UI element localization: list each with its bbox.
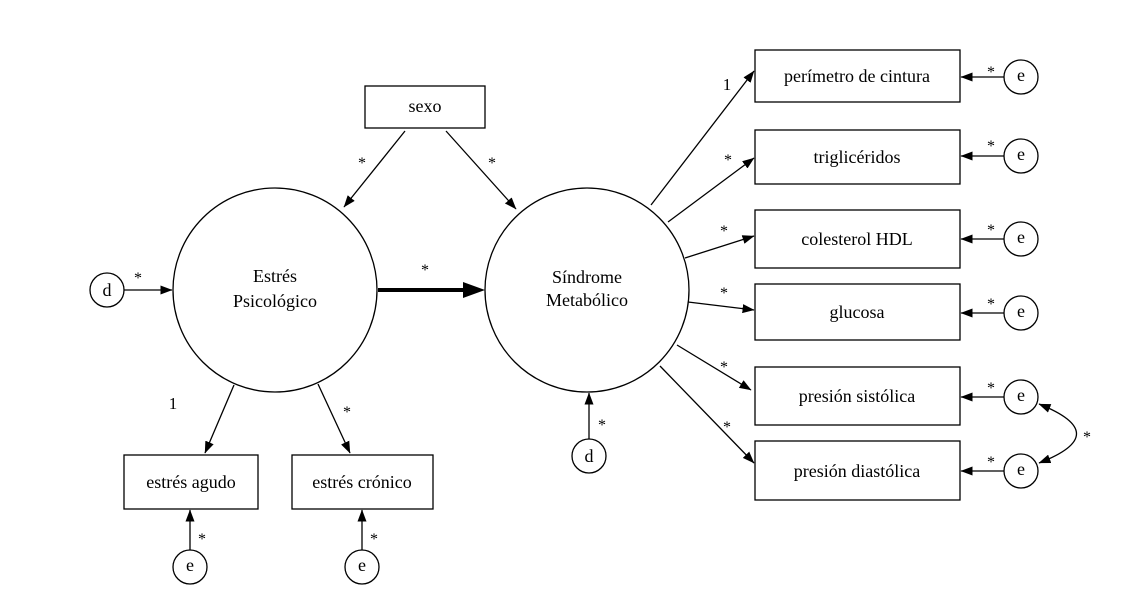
error-colesterol-label: e: [1017, 227, 1025, 247]
path-sexo-to-sindrome-arrow: [445, 130, 517, 210]
error-covariance-label: *: [1083, 429, 1091, 446]
path-sexo-to-estres-psicologico: *: [343, 130, 406, 208]
path-sexo-to-estres-label: *: [358, 155, 366, 172]
error-glucosa-path-label: *: [987, 296, 995, 313]
disturbance-estres-psicologico: d *: [89, 270, 173, 308]
latent-estres-psicologico-label-line2: Psicológico: [233, 291, 317, 311]
latent-estres-psicologico-label-line1: Estrés: [253, 266, 297, 286]
loading-glucosa-arrow: [687, 301, 755, 314]
path-estres-to-sindrome-label: *: [421, 262, 429, 279]
indicator-colesterol-hdl: * colesterol HDL e *: [684, 209, 1039, 269]
error-diastolica-label: e: [1017, 459, 1025, 479]
latent-sindrome-metabolico-circle: [484, 187, 690, 393]
estres-agudo-label: estrés agudo: [146, 472, 235, 492]
loading-estres-cronico-arrow: [317, 383, 351, 454]
latent-estres-psicologico: Estrés Psicológico: [172, 187, 378, 393]
path-sexo-to-sindrome-label: *: [488, 155, 496, 172]
indicator-glucosa: * glucosa e *: [687, 283, 1039, 341]
loading-trigliceridos-arrow: [667, 157, 755, 223]
estres-cronico-label: estrés crónico: [312, 472, 411, 492]
error-estres-cronico-path-label: *: [370, 531, 378, 548]
loading-glucosa-label: *: [720, 285, 728, 302]
error-sistolica-path-label: *: [987, 380, 995, 397]
disturbance-sindrome-metabolico: d *: [571, 392, 607, 474]
loading-diastolica-label: *: [723, 419, 731, 436]
path-estres-to-sindrome: *: [378, 262, 485, 298]
diastolica-label: presión diastólica: [794, 461, 920, 481]
loading-estres-cronico-label: *: [343, 404, 351, 421]
glucosa-box: [754, 283, 961, 341]
disturbance-sindrome-path-label: *: [598, 417, 606, 434]
loading-trigliceridos-label: *: [724, 152, 732, 169]
error-colesterol-path-label: *: [987, 222, 995, 239]
sistolica-label: presión sistólica: [799, 386, 915, 406]
sistolica-box: [754, 366, 961, 426]
error-perimetro-path-label: *: [987, 64, 995, 81]
loading-estres-agudo-arrow: [204, 384, 235, 454]
latent-sindrome-metabolico-label-line1: Síndrome: [552, 267, 622, 287]
sexo-label: sexo: [409, 96, 442, 116]
disturbance-estres-label: d: [103, 280, 112, 300]
loading-sistolica-arrow: [676, 344, 752, 391]
loading-perimetro-arrow: [650, 70, 755, 206]
indicator-trigliceridos: * triglicéridos e *: [667, 129, 1039, 223]
indicator-perimetro-de-cintura: 1 perímetro de cintura e *: [650, 49, 1039, 206]
sexo-box: [364, 85, 486, 129]
latent-sindrome-metabolico-label-line2: Metabólico: [546, 290, 628, 310]
error-trigliceridos-label: e: [1017, 144, 1025, 164]
loading-estres-agudo-label: 1: [169, 394, 178, 413]
error-estres-agudo-path-label: *: [198, 531, 206, 548]
loading-perimetro-label: 1: [723, 75, 732, 94]
loading-diastolica-arrow: [659, 365, 755, 464]
error-sistolica-label: e: [1017, 385, 1025, 405]
trigliceridos-label: triglicéridos: [814, 147, 901, 167]
trigliceridos-box: [754, 129, 961, 185]
colesterol-label: colesterol HDL: [801, 229, 912, 249]
estres-cronico-box: [291, 454, 434, 510]
indicator-estres-cronico: * estrés crónico e *: [291, 383, 434, 585]
path-sexo-to-estres-arrow: [343, 130, 406, 208]
loading-colesterol-arrow: [684, 235, 755, 259]
node-sexo: sexo: [364, 85, 486, 129]
error-estres-agudo-label: e: [186, 555, 194, 575]
error-covariance-curve: [1038, 403, 1078, 464]
latent-sindrome-metabolico: Síndrome Metabólico: [484, 187, 690, 393]
colesterol-box: [754, 209, 961, 269]
error-glucosa-label: e: [1017, 301, 1025, 321]
perimetro-box: [754, 49, 961, 103]
error-diastolica-path-label: *: [987, 454, 995, 471]
indicator-estres-agudo: 1 estrés agudo e *: [123, 384, 259, 585]
disturbance-sindrome-label: d: [585, 446, 594, 466]
indicator-presion-sistolica: * presión sistólica e *: [676, 344, 1039, 426]
error-trigliceridos-path-label: *: [987, 138, 995, 155]
latent-estres-psicologico-circle: [172, 187, 378, 393]
glucosa-label: glucosa: [830, 302, 885, 322]
estres-agudo-box: [123, 454, 259, 510]
error-covariance-sistolica-diastolica: *: [1038, 403, 1091, 464]
perimetro-label: perímetro de cintura: [784, 66, 930, 86]
loading-colesterol-label: *: [720, 223, 728, 240]
error-perimetro-label: e: [1017, 65, 1025, 85]
loading-sistolica-label: *: [720, 359, 728, 376]
error-estres-cronico-label: e: [358, 555, 366, 575]
path-sexo-to-sindrome-metabolico: *: [445, 130, 517, 210]
diastolica-box: [754, 440, 961, 501]
disturbance-estres-path-label: *: [134, 270, 142, 287]
indicator-presion-diastolica: * presión diastólica e *: [659, 365, 1039, 501]
